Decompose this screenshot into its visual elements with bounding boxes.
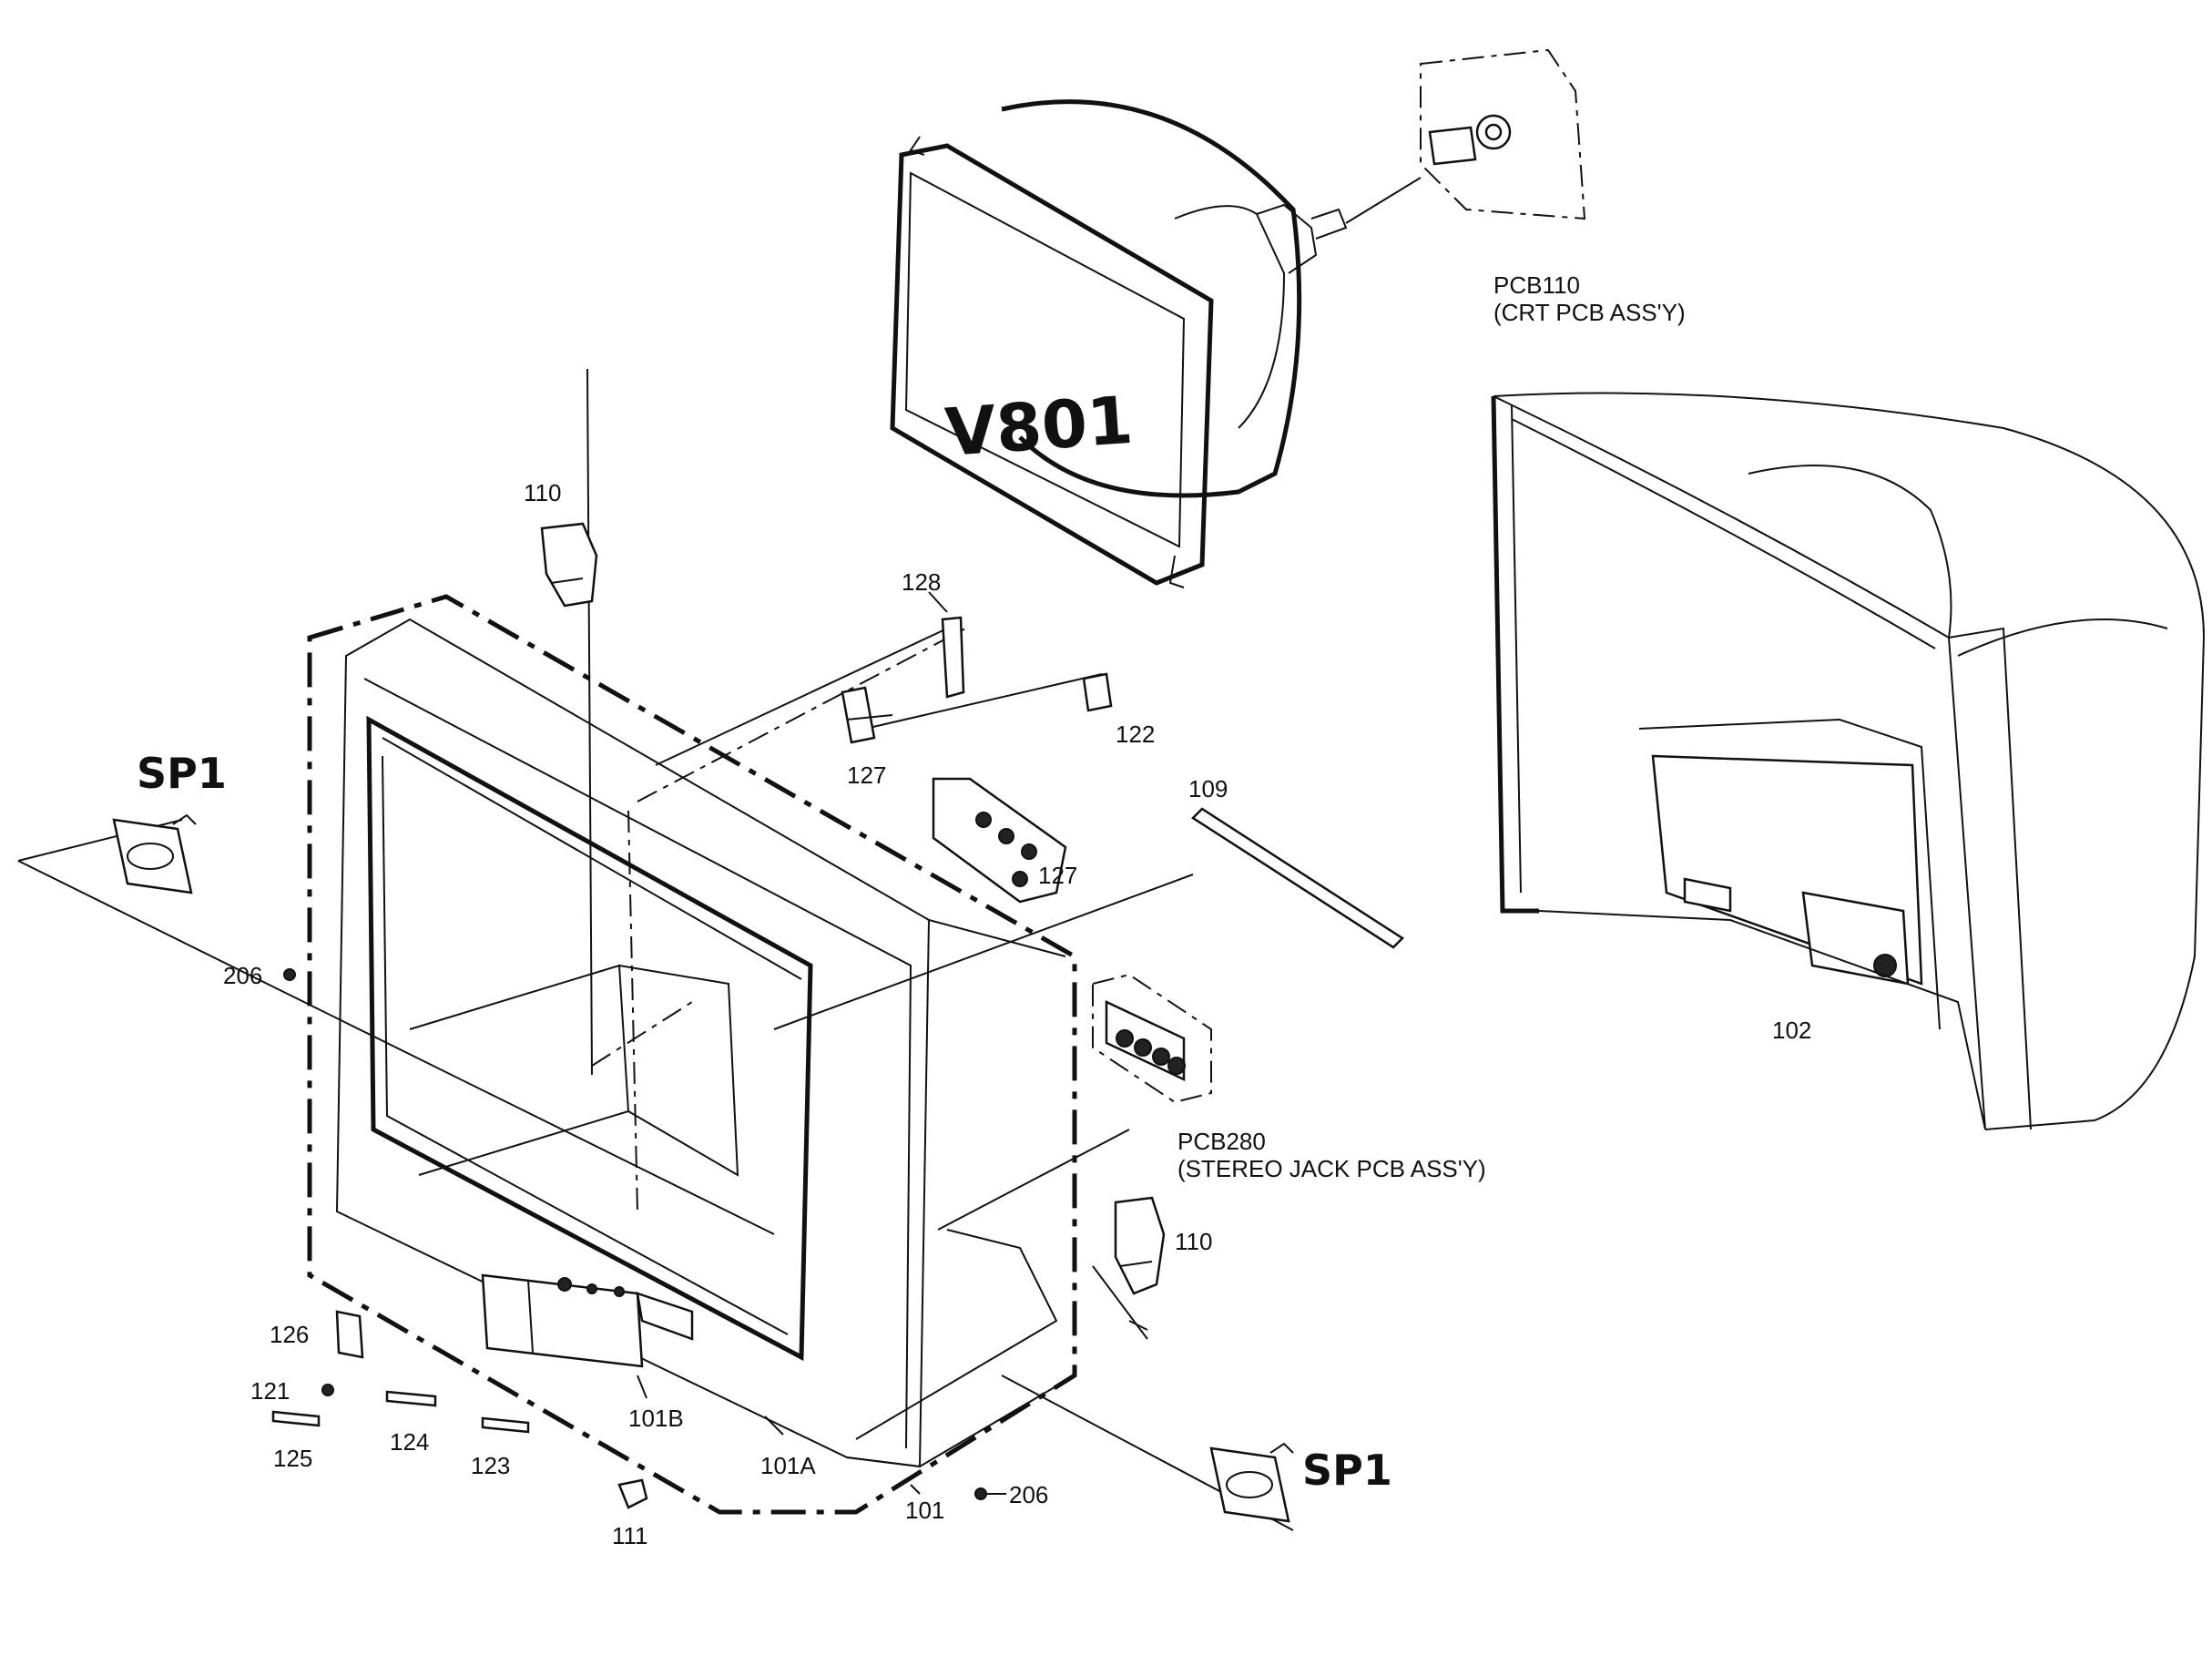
- bracket-128: [941, 616, 965, 699]
- part-102-label: 102: [1772, 1017, 1811, 1044]
- pcb110-label: PCB110: [1493, 271, 1580, 299]
- part-128-label: 128: [902, 568, 941, 596]
- assembly-guide-lines: [17, 368, 1294, 1531]
- part-110-right-label: 110: [1175, 1228, 1212, 1255]
- rod-109: [1191, 807, 1404, 949]
- crt-tube-v801: [890, 99, 1422, 588]
- rear-cabinet-102: [1491, 392, 2206, 1130]
- pcb280-label: PCB280: [1177, 1128, 1266, 1155]
- part-206-left-label: 206: [223, 962, 262, 989]
- pcb280-stereo-jack-board: [1092, 973, 1212, 1104]
- pcb110-crt-board: [1420, 48, 1586, 220]
- control-pcb-127: [932, 777, 1067, 904]
- part-125-label: 125: [273, 1445, 312, 1472]
- screw-206-bottom: [974, 1487, 987, 1500]
- screw-206-left: [283, 968, 296, 981]
- sp1-left-handwritten: SP1: [137, 749, 227, 798]
- bracket-110-top: [540, 522, 598, 608]
- strip-123: [481, 1416, 530, 1434]
- bracket-127-upper: [841, 686, 893, 744]
- part-127-upper-label: 127: [847, 761, 886, 789]
- speaker-sp1-left: [112, 813, 197, 894]
- speaker-sp1-right: [1209, 1442, 1294, 1523]
- part-111-label: 111: [612, 1522, 648, 1549]
- front-cabinet-101: [307, 594, 1077, 1515]
- part-123-label: 123: [471, 1452, 510, 1479]
- part-122-label: 122: [1116, 721, 1155, 748]
- strip-125: [271, 1410, 321, 1427]
- part-109-label: 109: [1188, 775, 1228, 802]
- pcb280-desc-label: (STEREO JACK PCB ASS'Y): [1177, 1155, 1486, 1182]
- clip-122: [1082, 672, 1113, 712]
- sp1-right-handwritten: SP1: [1302, 1446, 1392, 1495]
- part-101a-label: 101A: [760, 1452, 816, 1479]
- part-101-label: 101: [905, 1497, 944, 1524]
- screw-121: [321, 1384, 334, 1396]
- part-206-bottom-label: 206: [1009, 1481, 1048, 1508]
- v801-handwritten: V801: [943, 382, 1135, 471]
- foot-111: [617, 1478, 648, 1509]
- part-101b-label: 101B: [628, 1405, 684, 1432]
- bracket-110-right: [1114, 1196, 1166, 1295]
- knob-126: [335, 1310, 364, 1359]
- part-124-label: 124: [390, 1428, 429, 1456]
- pcb110-desc-label: (CRT PCB ASS'Y): [1493, 299, 1686, 326]
- strip-124: [385, 1390, 437, 1407]
- part-110-top-label: 110: [524, 479, 561, 506]
- part-121-label: 121: [250, 1377, 290, 1405]
- part-126-label: 126: [270, 1321, 309, 1348]
- part-127-lower-label: 127: [1038, 862, 1077, 889]
